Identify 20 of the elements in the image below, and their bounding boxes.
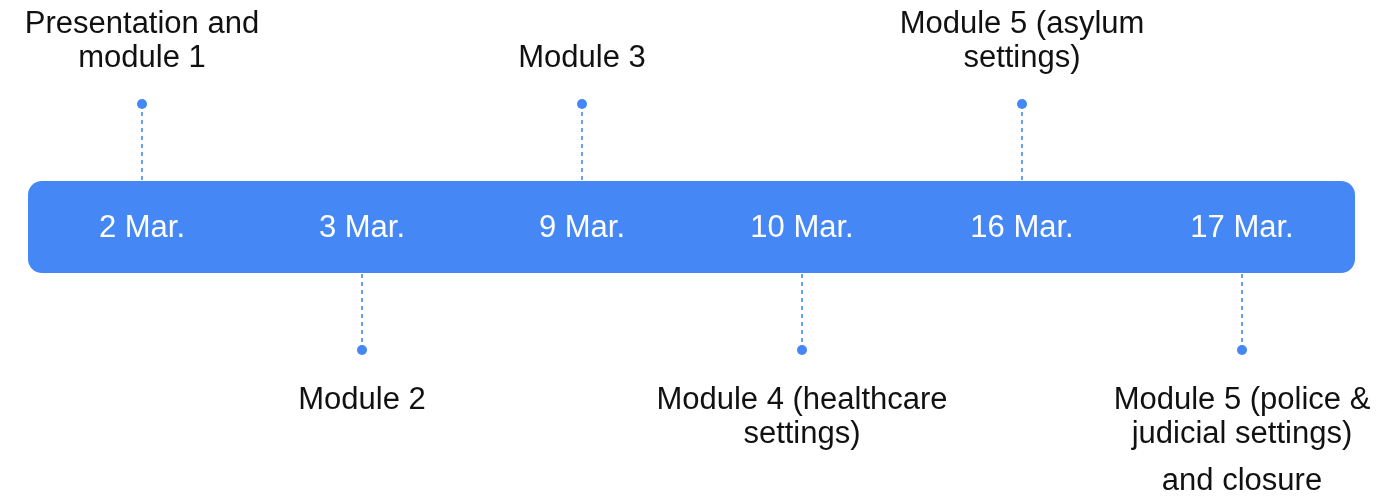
leader-line bbox=[577, 99, 587, 182]
date-label: 16 Mar. bbox=[922, 181, 1122, 273]
date-label: 2 Mar. bbox=[42, 181, 242, 273]
milestone-label: Module 5 (police & judicial settings) bbox=[1112, 382, 1372, 450]
milestone-label: Presentation and module 1 bbox=[12, 0, 272, 104]
milestone-label: Module 3 bbox=[472, 0, 692, 104]
leader-line bbox=[797, 272, 807, 355]
leader-line bbox=[1017, 99, 1027, 182]
milestone-label: Module 2 bbox=[252, 350, 472, 495]
leader-line bbox=[357, 272, 367, 355]
timeline-bar bbox=[28, 181, 1355, 273]
leader-line bbox=[1237, 272, 1247, 355]
milestone-label: Module 4 (healthcare settings) bbox=[632, 350, 972, 495]
leader-line bbox=[137, 99, 147, 182]
date-label: 10 Mar. bbox=[702, 181, 902, 273]
date-label: 3 Mar. bbox=[262, 181, 462, 273]
milestone-label: Module 5 (asylum settings) bbox=[872, 0, 1172, 104]
milestone-label: and closure bbox=[1161, 463, 1323, 497]
date-label: 17 Mar. bbox=[1142, 181, 1342, 273]
date-label: 9 Mar. bbox=[482, 181, 682, 273]
